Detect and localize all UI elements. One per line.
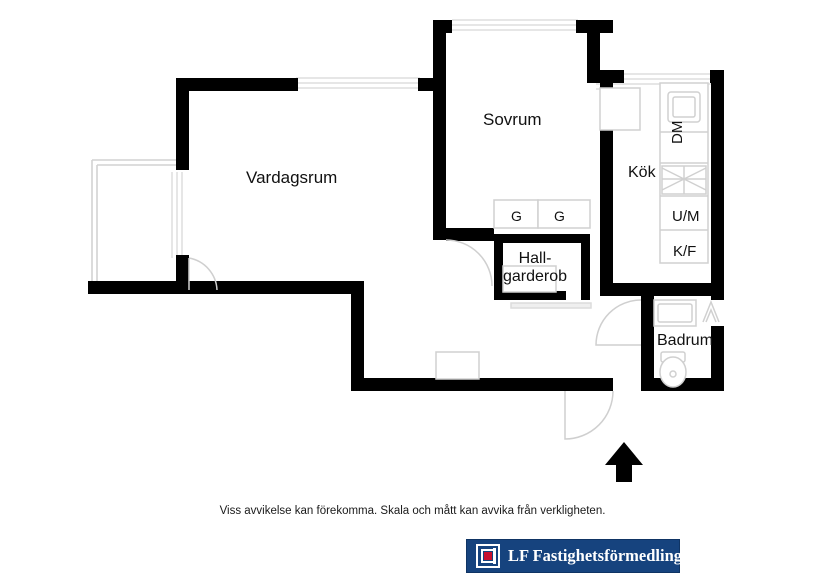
- bathroom-door: [595, 299, 642, 346]
- closet-g1: [493, 199, 539, 229]
- entrance-door: [564, 390, 614, 440]
- walls: [88, 20, 724, 391]
- door-swings: [188, 239, 642, 440]
- entrance-arrow: [605, 442, 643, 482]
- shower: [698, 299, 724, 326]
- fixtures: [435, 82, 724, 388]
- toilet: [659, 351, 687, 388]
- kitchen-counter: [599, 87, 641, 131]
- balcony-outline: [91, 159, 176, 293]
- brand-name: LF Fastighetsförmedling: [508, 546, 682, 565]
- disclaimer-text: Viss avvikelse kan förekomma. Skala och …: [219, 505, 606, 517]
- bedroom-door: [445, 239, 493, 287]
- radiator: [435, 351, 480, 380]
- closet-g2: [537, 199, 591, 229]
- balcony-door: [188, 257, 218, 291]
- brand-bar: LF Fastighetsförmedling: [466, 539, 682, 573]
- lf-logo-icon: [476, 544, 500, 568]
